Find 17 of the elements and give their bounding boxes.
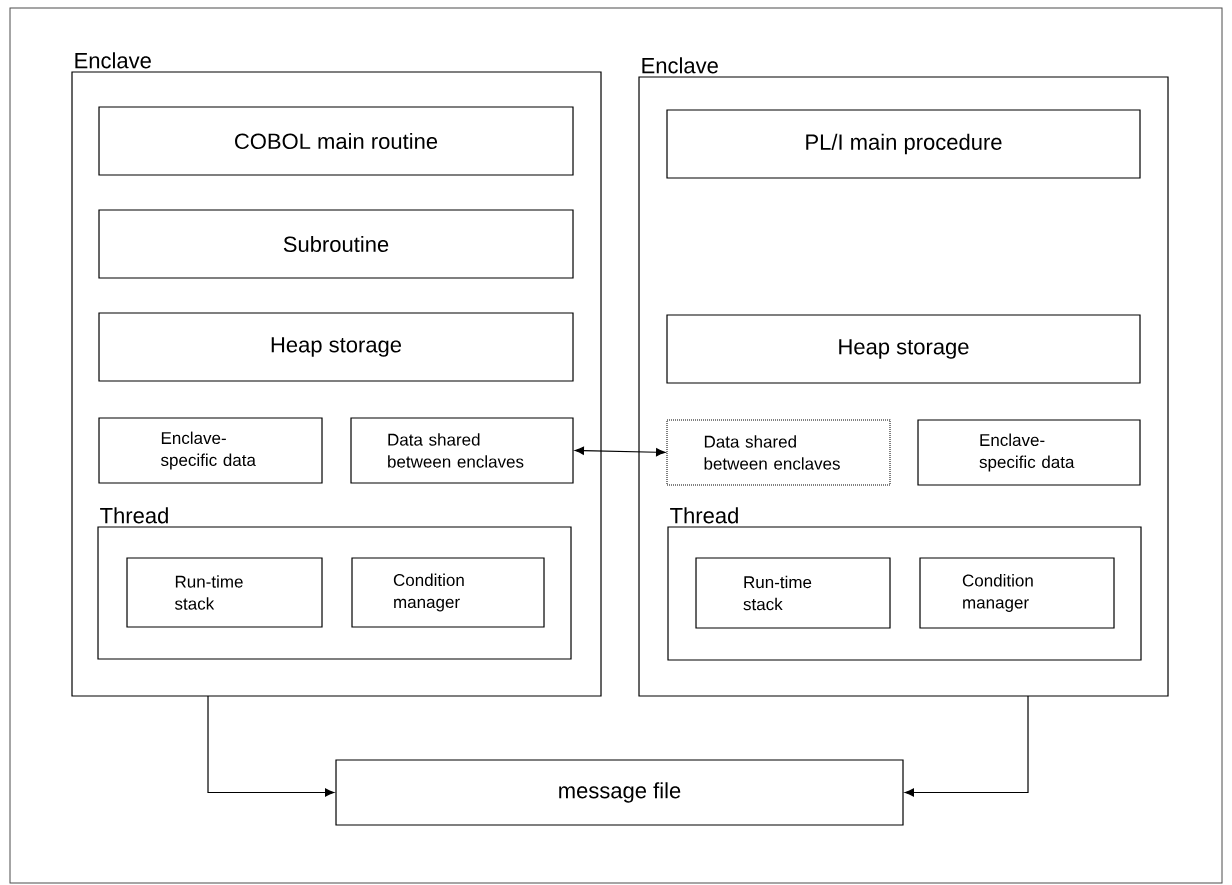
data-box: Enclave-specific data xyxy=(98,417,323,484)
arrow xyxy=(574,446,666,457)
manager-box: Condition manager xyxy=(919,557,1115,629)
file-box: message file xyxy=(335,759,904,826)
stack-box: Run-time stack xyxy=(126,557,323,628)
data-box: Data shared between enclaves xyxy=(350,417,574,484)
stack-box: Run-time stack xyxy=(695,557,891,629)
routine-box: COBOL main routine xyxy=(98,106,574,176)
arrow xyxy=(207,695,335,797)
data-box: Enclave-specific data xyxy=(917,419,1141,486)
routine-box: Subroutine xyxy=(98,209,574,279)
routine-box: PL/I main procedure xyxy=(666,109,1141,179)
storage-box: Heap storage xyxy=(666,314,1141,384)
arrow xyxy=(904,695,1029,797)
storage-box: Heap storage xyxy=(98,312,574,382)
data-box: Data shared between enclaves xyxy=(666,419,891,486)
manager-box: Condition manager xyxy=(351,557,545,628)
